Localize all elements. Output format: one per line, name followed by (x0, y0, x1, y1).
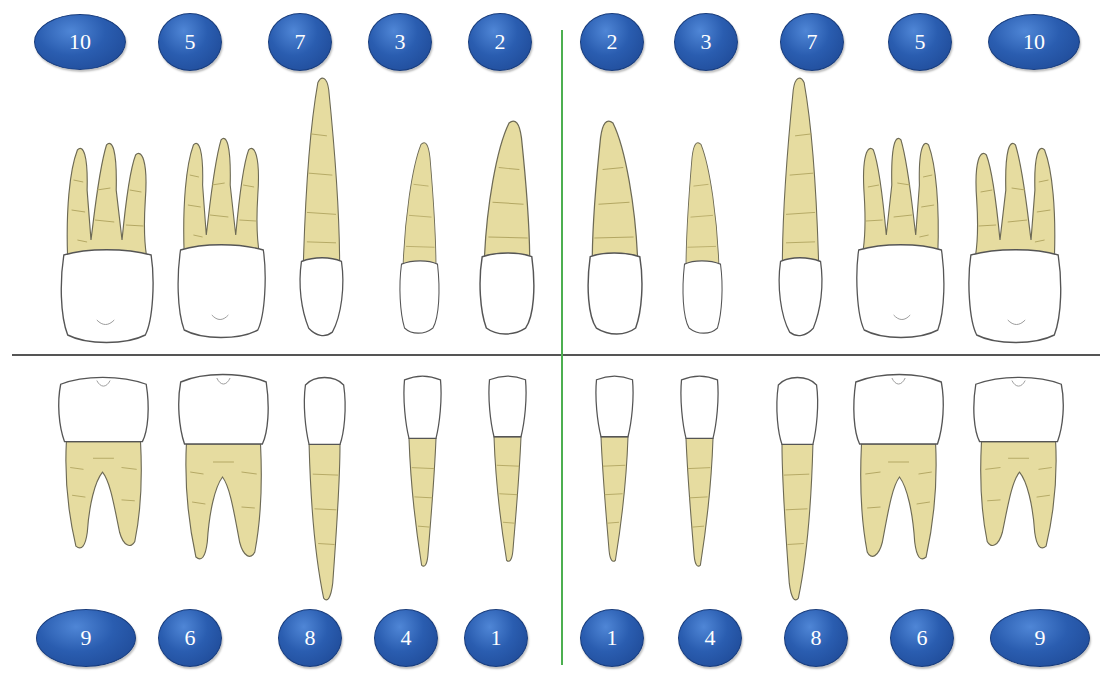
callout-oval: 8 (784, 609, 848, 667)
callout-oval: 7 (268, 13, 332, 71)
callout-number: 6 (185, 627, 196, 649)
callout-number: 9 (1035, 627, 1046, 649)
callout-oval: 10 (34, 14, 126, 70)
callout-number: 4 (401, 627, 412, 649)
callout-number: 7 (295, 31, 306, 53)
callout-number: 8 (305, 627, 316, 649)
jaw-divider (12, 354, 1100, 356)
callout-oval: 9 (36, 609, 136, 667)
callout-oval: 2 (468, 13, 532, 71)
callout-number: 8 (811, 627, 822, 649)
left-teeth (59, 78, 534, 600)
callout-number: 7 (807, 31, 818, 53)
callout-oval: 10 (988, 14, 1080, 70)
callout-number: 3 (395, 31, 406, 53)
callout-number: 5 (185, 31, 196, 53)
callout-oval: 8 (278, 609, 342, 667)
callout-oval: 2 (580, 13, 644, 71)
midline (561, 30, 563, 665)
callout-number: 6 (917, 627, 928, 649)
callout-oval: 1 (580, 609, 644, 667)
callout-oval: 7 (780, 13, 844, 71)
right-teeth (588, 78, 1063, 600)
callout-number: 10 (1023, 31, 1045, 53)
callout-number: 4 (705, 627, 716, 649)
callout-oval: 4 (678, 609, 742, 667)
callout-number: 3 (701, 31, 712, 53)
callout-number: 1 (607, 627, 618, 649)
callout-number: 1 (491, 627, 502, 649)
callout-number: 9 (81, 627, 92, 649)
callout-number: 10 (69, 31, 91, 53)
callout-number: 5 (915, 31, 926, 53)
callout-oval: 3 (674, 13, 738, 71)
callout-oval: 1 (464, 609, 528, 667)
callout-number: 2 (495, 31, 506, 53)
callout-oval: 6 (890, 609, 954, 667)
callout-oval: 3 (368, 13, 432, 71)
callout-number: 2 (607, 31, 618, 53)
callout-oval: 9 (990, 609, 1090, 667)
callout-oval: 5 (888, 13, 952, 71)
callout-oval: 5 (158, 13, 222, 71)
callout-oval: 6 (158, 609, 222, 667)
callout-oval: 4 (374, 609, 438, 667)
